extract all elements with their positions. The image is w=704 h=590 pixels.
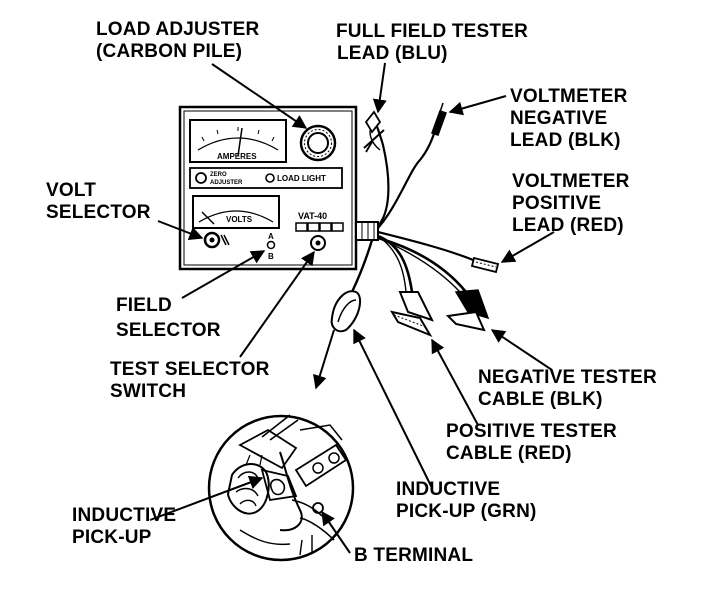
label-neg-tester-line-2: CABLE (BLK) (478, 389, 603, 410)
label-full-field-tester-lead: FULL FIELD TESTER LEAD (BLU) (336, 21, 528, 65)
load-light-icon (265, 173, 275, 183)
leader-full-field (372, 62, 387, 114)
label-positive-tester-cable: POSITIVE TESTER CABLE (RED) (446, 421, 617, 465)
load-light-label: LOAD LIGHT (277, 174, 326, 183)
label-voltmeter-positive-lead: VOLTMETER POSITIVE LEAD (RED) (512, 171, 630, 237)
test-selector-knob[interactable] (310, 235, 326, 251)
leader-test-selector (239, 250, 315, 358)
leader-pickup-to-inset (313, 329, 335, 390)
leader-negative-tester (490, 329, 553, 371)
amperes-label: AMPERES (217, 152, 257, 161)
label-neg-tester-line-1: NEGATIVE TESTER (478, 367, 657, 388)
label-field-selector-line-2: SELECTOR (116, 320, 221, 341)
label-volt-selector: VOLT SELECTOR (46, 180, 151, 224)
indicator-strip: ZERO ADJUSTER LOAD LIGHT (189, 167, 343, 189)
leader-positive-tester (431, 338, 479, 426)
leader-voltmeter-positive (500, 231, 555, 263)
label-volt-selector-line-2: SELECTOR (46, 202, 151, 223)
label-vpos-line-1: VOLTMETER (512, 171, 630, 192)
label-ind-line-2: PICK-UP (72, 527, 152, 548)
label-load-adjuster-line-1: LOAD ADJUSTER (96, 19, 260, 40)
label-b-terminal: B TERMINAL (354, 545, 473, 567)
label-test-selector-line-1: TEST SELECTOR (110, 359, 270, 380)
positive-tester-clamp (389, 291, 434, 338)
leader-inductive-grn (353, 328, 433, 489)
label-inductive-pickup: INDUCTIVE PICK-UP (72, 505, 176, 549)
label-load-adjuster: LOAD ADJUSTER (CARBON PILE) (96, 19, 259, 63)
load-adjuster-knob[interactable] (299, 124, 337, 162)
label-volt-selector-line-1: VOLT (46, 180, 97, 201)
field-selector[interactable]: A B (266, 232, 276, 261)
label-pos-tester-line-1: POSITIVE TESTER (446, 421, 617, 442)
label-test-selector-switch: TEST SELECTOR SWITCH (110, 359, 270, 403)
leader-field-selector (181, 250, 266, 299)
zero-adjuster-label-1: ZERO (210, 172, 227, 178)
label-vneg-line-2: NEGATIVE (510, 108, 608, 129)
leader-inductive-pickup (149, 475, 264, 521)
model-label: VAT-40 (298, 211, 327, 221)
zero-adjuster-icon[interactable] (195, 172, 207, 184)
inductive-pickup-clamp (330, 290, 362, 333)
leader-voltmeter-negative (448, 95, 507, 116)
label-vneg-line-3: LEAD (BLK) (510, 130, 621, 151)
voltmeter-needle (201, 211, 215, 225)
volt-selector-knob[interactable] (203, 231, 230, 249)
label-full-field-line-2: LEAD (BLU) (337, 43, 448, 64)
cable-bundle (330, 102, 500, 338)
label-ind-grn-line-1: INDUCTIVE (396, 479, 501, 500)
voltmeter-positive-clip (470, 256, 500, 274)
field-position-b: B (268, 252, 274, 261)
voltmeter-negative-clip (431, 102, 447, 136)
label-full-field-line-1: FULL FIELD TESTER (336, 21, 528, 42)
label-vpos-line-2: POSITIVE (512, 193, 602, 214)
leader-b-terminal (321, 510, 351, 554)
leader-lines (149, 62, 555, 554)
voltmeter: VOLTS (192, 195, 280, 229)
tester-unit: AMPERES ZERO ADJUSTER LOAD LIGHT VOLTS V… (178, 105, 358, 271)
field-position-a: A (268, 232, 274, 241)
test-selector-buttons[interactable] (295, 222, 344, 232)
leader-volt-selector (157, 220, 204, 240)
inset-view (207, 414, 355, 562)
label-field-selector-line-1: FIELD (116, 295, 172, 316)
label-negative-tester-cable: NEGATIVE TESTER CABLE (BLK) (478, 367, 657, 411)
ammeter-needle (237, 127, 243, 157)
label-vpos-line-3: LEAD (RED) (512, 215, 624, 236)
label-load-adjuster-line-2: (CARBON PILE) (96, 41, 243, 62)
label-vneg-line-1: VOLTMETER (510, 86, 628, 107)
label-test-selector-line-2: SWITCH (110, 381, 187, 402)
label-ind-line-1: INDUCTIVE (72, 505, 177, 526)
label-pos-tester-line-2: CABLE (RED) (446, 443, 572, 464)
label-field-selector: FIELD SELECTOR (116, 295, 221, 342)
label-b-terminal-line-1: B TERMINAL (354, 545, 474, 566)
negative-tester-clamp (445, 289, 490, 332)
leader-load-adjuster (211, 63, 308, 129)
ammeter: AMPERES (189, 119, 287, 163)
volts-label: VOLTS (226, 215, 253, 224)
label-voltmeter-negative-lead: VOLTMETER NEGATIVE LEAD (BLK) (510, 86, 628, 152)
label-inductive-pickup-grn: INDUCTIVE PICK-UP (GRN) (396, 479, 537, 523)
label-ind-grn-line-2: PICK-UP (GRN) (396, 501, 537, 522)
full-field-clip (363, 110, 385, 153)
zero-adjuster-label-2: ADJUSTER (210, 180, 243, 186)
